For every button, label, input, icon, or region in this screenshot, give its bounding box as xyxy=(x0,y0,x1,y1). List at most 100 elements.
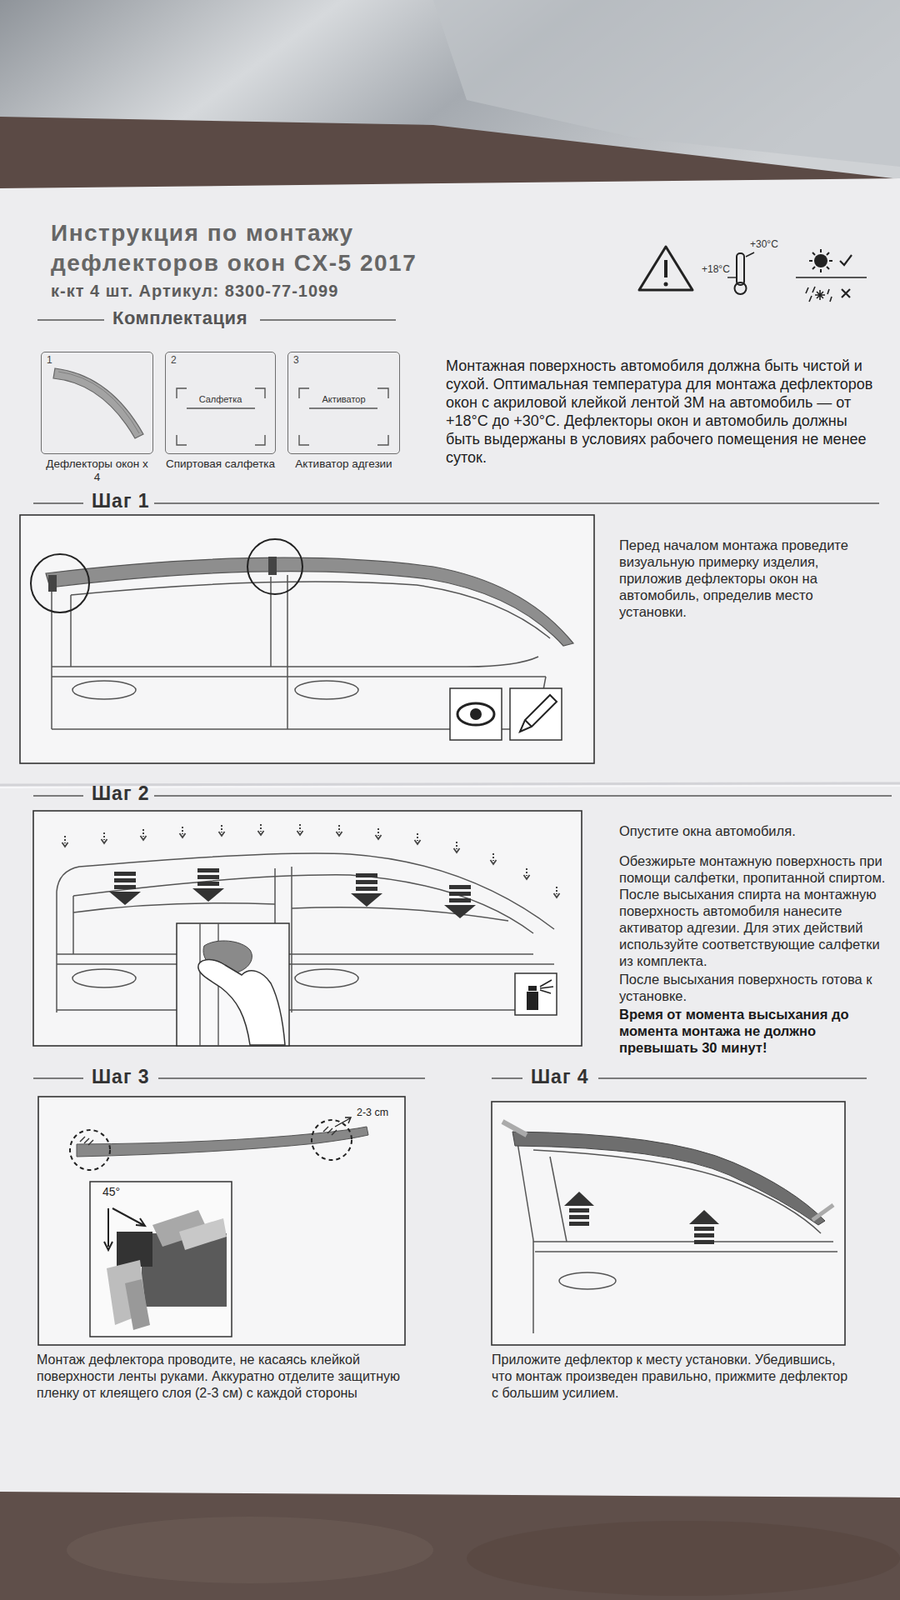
photo-background xyxy=(0,1483,900,1600)
warning-icons xyxy=(805,286,825,302)
step2-illustration xyxy=(490,853,497,865)
step2-illustration xyxy=(515,973,557,1015)
step2-illustration xyxy=(375,828,382,840)
step2-illustration xyxy=(297,824,304,835)
step1-illustration xyxy=(247,539,303,595)
step2-illustration xyxy=(180,826,186,838)
item-number: 3 xyxy=(293,354,300,366)
section-rule xyxy=(491,1077,523,1080)
step2-illustration xyxy=(290,866,293,1013)
step1-illustration xyxy=(20,515,595,764)
packet-label: Активатор xyxy=(291,394,396,405)
kit-item-box: 1Дефлекторы окон х 4 xyxy=(40,351,154,455)
kit-item-drawings xyxy=(53,368,389,445)
step1-illustration xyxy=(525,720,532,727)
step3-illustration xyxy=(179,1218,227,1250)
step4-illustration xyxy=(516,1137,534,1334)
warning-icons xyxy=(840,255,852,265)
step4-illustration xyxy=(689,1210,720,1245)
warning-icons xyxy=(664,260,668,278)
step-heading: Шаг 1 xyxy=(91,490,150,513)
step2-illustration xyxy=(528,985,537,991)
item-number: 2 xyxy=(170,354,177,366)
section-rule xyxy=(37,319,105,321)
warning-icons xyxy=(736,253,745,285)
step4-illustration xyxy=(550,1156,567,1242)
step-heading: Шаг 3 xyxy=(91,1065,150,1089)
step-text: После высыхания поверхность готова к уст… xyxy=(619,970,890,1005)
step3-illustration xyxy=(38,1096,405,1345)
step-text: Перед началом монтажа проведите визуальн… xyxy=(619,536,870,620)
step4-illustration xyxy=(512,1131,825,1225)
step1-illustration xyxy=(268,556,277,575)
step2-illustration xyxy=(56,953,534,955)
warning-icons xyxy=(809,249,833,273)
kit-item-drawings xyxy=(58,371,140,434)
step-text: Приложите дефлектор к месту установки. У… xyxy=(491,1351,850,1402)
step2-illustration xyxy=(101,832,108,844)
step2-illustration xyxy=(526,991,539,1010)
step2-illustration xyxy=(33,810,582,1046)
photo-background xyxy=(66,1516,434,1584)
step-text: Обезжирьте монтажную поверхность при пом… xyxy=(619,852,890,970)
step2-illustration xyxy=(524,868,530,880)
section-rule xyxy=(260,319,396,321)
step2-illustration xyxy=(62,835,69,847)
section-rule xyxy=(33,1077,84,1080)
step1-illustration xyxy=(51,575,550,734)
step2-illustration xyxy=(56,963,555,965)
step4-illustration xyxy=(516,1137,838,1334)
warning-icons xyxy=(795,276,867,278)
warning-icons xyxy=(814,254,828,268)
step2-illustration xyxy=(73,875,534,934)
step2-illustration xyxy=(336,825,343,836)
item-caption: Дефлекторы окон х 4 xyxy=(43,457,152,485)
step3-illustration xyxy=(90,1181,232,1337)
section-rule xyxy=(158,1077,425,1080)
step2-illustration xyxy=(219,825,225,836)
article-number: к-кт 4 шт. Артикул: 8300-77-1099 xyxy=(50,281,339,301)
step1-illustration xyxy=(51,656,539,667)
step1-illustration xyxy=(48,575,57,592)
section-rule xyxy=(598,1077,867,1080)
step-text: Опустите окна автомобиля. xyxy=(619,822,890,840)
step3-illustration xyxy=(125,1279,150,1330)
step2-illustration xyxy=(258,824,265,835)
warning-text: Время от момента высыхания до момента мо… xyxy=(619,1005,890,1056)
warning-icons xyxy=(727,276,736,278)
dimension-label: 2-3 cm xyxy=(356,1106,389,1119)
section-rule xyxy=(154,502,880,505)
kit-item-drawings xyxy=(309,407,378,410)
step4-illustration xyxy=(535,1250,838,1253)
kit-item-box: 2СалфеткаСпиртовая салфетка xyxy=(165,351,276,455)
step1-illustration xyxy=(270,576,272,667)
section-rule xyxy=(33,502,84,505)
step3-illustration xyxy=(38,1096,405,1345)
step1-illustration xyxy=(470,708,482,720)
step1-illustration xyxy=(50,587,53,730)
mounting-note: Монтажная поверхность автомобиля должна … xyxy=(445,356,880,467)
photo-background xyxy=(433,0,900,167)
kit-item-drawings xyxy=(53,368,144,439)
step2-illustration xyxy=(72,895,75,955)
step1-illustration xyxy=(51,675,546,678)
kit-item-box: 3АктиваторАктиватор адгезии xyxy=(287,351,400,455)
photo-background xyxy=(466,1520,900,1596)
warning-icons xyxy=(745,252,755,257)
warning-icons xyxy=(639,246,693,290)
step2-illustration xyxy=(109,871,141,905)
section-rule xyxy=(33,795,84,797)
step2-illustration xyxy=(33,810,582,1046)
step1-illustration xyxy=(286,575,289,730)
step3-illustration xyxy=(104,1208,113,1250)
step2-illustration xyxy=(540,980,554,994)
item-caption: Спиртовая салфетка xyxy=(147,457,294,471)
step3-illustration xyxy=(76,1126,369,1157)
warning-icons xyxy=(664,282,669,287)
step2-illustration xyxy=(140,829,147,840)
step3-illustration xyxy=(80,1126,337,1145)
warning-icons xyxy=(735,282,747,295)
temperature-min: +18°C xyxy=(701,263,730,275)
step1-illustration xyxy=(457,703,495,725)
warning-icons xyxy=(639,246,867,302)
